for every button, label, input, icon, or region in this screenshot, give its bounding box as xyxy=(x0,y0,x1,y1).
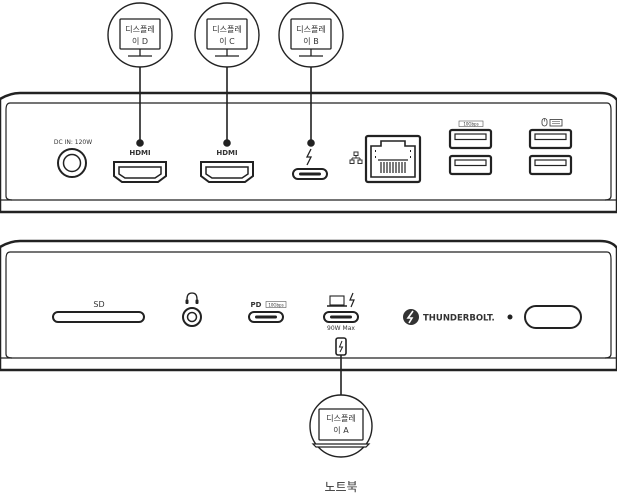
power-button xyxy=(524,305,582,329)
headphone-jack xyxy=(182,292,202,327)
hdmi-label: HDMI xyxy=(216,149,237,157)
usb-a-ports-left: 10Gbps xyxy=(448,120,493,176)
pd-label: PD xyxy=(251,301,262,309)
host-cable xyxy=(335,337,347,395)
display-label-line1: 디스플레 xyxy=(125,25,154,34)
display-label-line2: 이 B xyxy=(303,36,318,46)
sd-card-slot: SD xyxy=(52,300,145,323)
rear-panel xyxy=(0,91,617,214)
laptop-icon xyxy=(327,295,347,307)
monitor-icon xyxy=(206,18,248,57)
host-power-label: 90W Max xyxy=(327,325,355,332)
keyboard-icon xyxy=(549,119,563,127)
laptop-icon xyxy=(311,408,371,448)
callout-lines-rear xyxy=(136,62,315,147)
status-led xyxy=(507,314,513,320)
dc-in-label: DC IN: 120W xyxy=(54,139,92,146)
display-label-line2: 이 C xyxy=(219,36,235,46)
callout-display-b: 디스플레 이 B xyxy=(278,2,344,68)
hdmi-port-c: HDMI xyxy=(200,149,254,183)
thunderbolt-brand: THUNDERBOLT. xyxy=(403,309,495,325)
thunderbolt-icon xyxy=(305,148,313,166)
display-label-line1: 디스플레 xyxy=(296,25,325,34)
ethernet-port xyxy=(349,134,422,184)
thunderbolt-icon xyxy=(338,340,344,353)
thunderbolt-host-port: 90W Max xyxy=(323,292,359,332)
usb-a-ports-right xyxy=(528,118,573,176)
callout-display-c: 디스플레 이 C xyxy=(194,2,260,68)
callout-display-d: 디스플레 이 D xyxy=(107,2,173,68)
hdmi-label: HDMI xyxy=(129,149,150,157)
network-icon xyxy=(349,151,363,164)
display-label-line1: 디스플레 xyxy=(326,414,355,423)
display-label-line2: 이 A xyxy=(333,425,349,435)
dc-in-port: DC IN: 120W xyxy=(54,139,92,178)
brand-label: THUNDERBOLT. xyxy=(423,314,495,324)
callout-display-a: 디스플레 이 A xyxy=(309,394,373,458)
pd-speed-label: 10Gbps xyxy=(268,302,283,307)
display-label-line2: 이 D xyxy=(132,36,148,46)
front-panel xyxy=(0,239,617,372)
headphone-icon xyxy=(186,292,198,303)
thunderbolt-port-rear xyxy=(292,148,328,180)
mouse-icon xyxy=(541,118,548,127)
laptop-label: 노트북 xyxy=(324,480,357,494)
monitor-icon xyxy=(119,18,161,57)
thunderbolt-logo-icon xyxy=(403,309,419,325)
display-label-line1: 디스플레 xyxy=(212,25,241,34)
usb-speed-label: 10Gbps xyxy=(463,121,478,126)
monitor-icon xyxy=(290,18,332,57)
hdmi-port-d: HDMI xyxy=(113,149,167,183)
thunderbolt-icon xyxy=(349,292,355,308)
sd-label: SD xyxy=(93,300,104,309)
usb-c-pd-port: PD 10Gbps xyxy=(248,301,287,323)
